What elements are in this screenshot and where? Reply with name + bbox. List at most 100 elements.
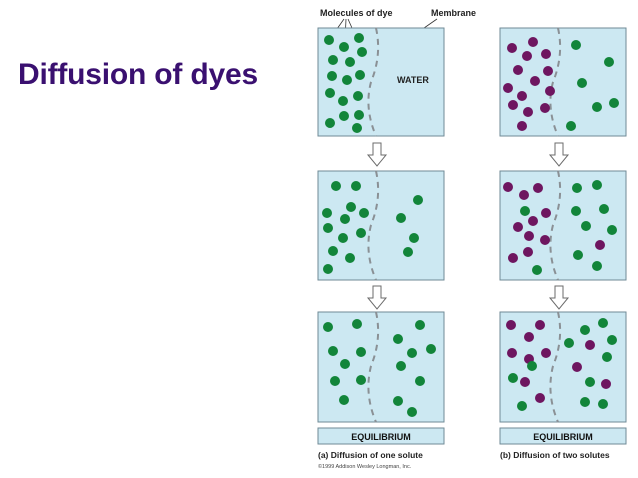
green-dye-molecule: [354, 110, 364, 120]
molecules-of-dye-label: Molecules of dye: [320, 8, 393, 18]
green-dye-molecule: [396, 213, 406, 223]
purple-dye-molecule: [535, 393, 545, 403]
caption-a: (a) Diffusion of one solute: [318, 450, 423, 460]
green-dye-molecule: [331, 181, 341, 191]
green-dye-molecule: [592, 180, 602, 190]
green-dye-molecule: [339, 42, 349, 52]
purple-dye-molecule: [528, 37, 538, 47]
green-dye-molecule: [409, 233, 419, 243]
purple-dye-molecule: [524, 231, 534, 241]
green-dye-molecule: [571, 206, 581, 216]
down-arrow-icon: [366, 142, 388, 167]
green-dye-molecule: [323, 264, 333, 274]
green-dye-molecule: [599, 204, 609, 214]
purple-dye-molecule: [508, 100, 518, 110]
panel-a3: [317, 311, 445, 423]
green-dye-molecule: [338, 96, 348, 106]
green-dye-molecule: [340, 359, 350, 369]
membrane: [549, 311, 562, 423]
purple-dye-molecule: [533, 183, 543, 193]
green-dye-molecule: [325, 88, 335, 98]
purple-dye-molecule: [543, 66, 553, 76]
purple-dye-molecule: [535, 320, 545, 330]
green-dye-molecule: [346, 202, 356, 212]
green-dye-molecule: [566, 121, 576, 131]
green-dye-molecule: [396, 361, 406, 371]
green-dye-molecule: [356, 375, 366, 385]
green-dye-molecule: [564, 338, 574, 348]
purple-dye-molecule: [530, 76, 540, 86]
green-dye-molecule: [324, 35, 334, 45]
green-dye-molecule: [573, 250, 583, 260]
water-label: WATER: [397, 75, 429, 85]
green-dye-molecule: [342, 75, 352, 85]
green-dye-molecule: [328, 346, 338, 356]
green-dye-molecule: [585, 377, 595, 387]
green-dye-molecule: [598, 399, 608, 409]
slide-title: Diffusion of dyes: [18, 58, 258, 91]
green-dye-molecule: [345, 57, 355, 67]
green-dye-molecule: [607, 335, 617, 345]
green-dye-molecule: [323, 322, 333, 332]
green-dye-molecule: [426, 344, 436, 354]
green-dye-molecule: [352, 123, 362, 133]
down-arrow-icon: [366, 285, 388, 310]
green-dye-molecule: [527, 361, 537, 371]
green-dye-molecule: [323, 223, 333, 233]
green-dye-molecule: [403, 247, 413, 257]
equilibrium-label-b: EQUILIBRIUM: [533, 432, 593, 442]
green-dye-molecule: [607, 225, 617, 235]
purple-dye-molecule: [585, 340, 595, 350]
purple-dye-molecule: [503, 83, 513, 93]
membrane: [367, 170, 380, 281]
green-dye-molecule: [345, 253, 355, 263]
purple-dye-molecule: [541, 348, 551, 358]
green-dye-molecule: [325, 118, 335, 128]
membrane: [367, 27, 380, 137]
purple-dye-molecule: [523, 247, 533, 257]
purple-dye-molecule: [507, 348, 517, 358]
green-dye-molecule: [592, 102, 602, 112]
down-arrow-icon: [548, 142, 570, 167]
caption-b: (b) Diffusion of two solutes: [500, 450, 610, 460]
membrane: [549, 170, 562, 281]
green-dye-molecule: [393, 396, 403, 406]
green-dye-molecule: [520, 206, 530, 216]
panel-a1: WATER: [317, 27, 445, 137]
green-dye-molecule: [322, 208, 332, 218]
green-dye-molecule: [604, 57, 614, 67]
green-dye-molecule: [580, 325, 590, 335]
green-dye-molecule: [340, 214, 350, 224]
purple-dye-molecule: [524, 332, 534, 342]
purple-dye-molecule: [513, 222, 523, 232]
green-dye-molecule: [359, 208, 369, 218]
purple-dye-molecule: [513, 65, 523, 75]
green-dye-molecule: [592, 261, 602, 271]
dye-molecules: [322, 33, 619, 417]
green-dye-molecule: [356, 228, 366, 238]
green-dye-molecule: [508, 373, 518, 383]
green-dye-molecule: [357, 47, 367, 57]
purple-dye-molecule: [508, 253, 518, 263]
green-dye-molecule: [415, 376, 425, 386]
purple-dye-molecule: [601, 379, 611, 389]
purple-dye-molecule: [572, 362, 582, 372]
purple-dye-molecule: [540, 235, 550, 245]
green-dye-molecule: [352, 319, 362, 329]
green-dye-molecule: [577, 78, 587, 88]
purple-dye-molecule: [528, 216, 538, 226]
purple-dye-molecule: [541, 208, 551, 218]
green-dye-molecule: [355, 70, 365, 80]
green-dye-molecule: [327, 71, 337, 81]
green-dye-molecule: [517, 401, 527, 411]
green-dye-molecule: [338, 233, 348, 243]
membrane: [549, 27, 562, 137]
green-dye-molecule: [598, 318, 608, 328]
purple-dye-molecule: [519, 190, 529, 200]
green-dye-molecule: [353, 91, 363, 101]
green-dye-molecule: [413, 195, 423, 205]
down-arrow-icon: [548, 285, 570, 310]
purple-dye-molecule: [520, 377, 530, 387]
green-dye-molecule: [356, 347, 366, 357]
